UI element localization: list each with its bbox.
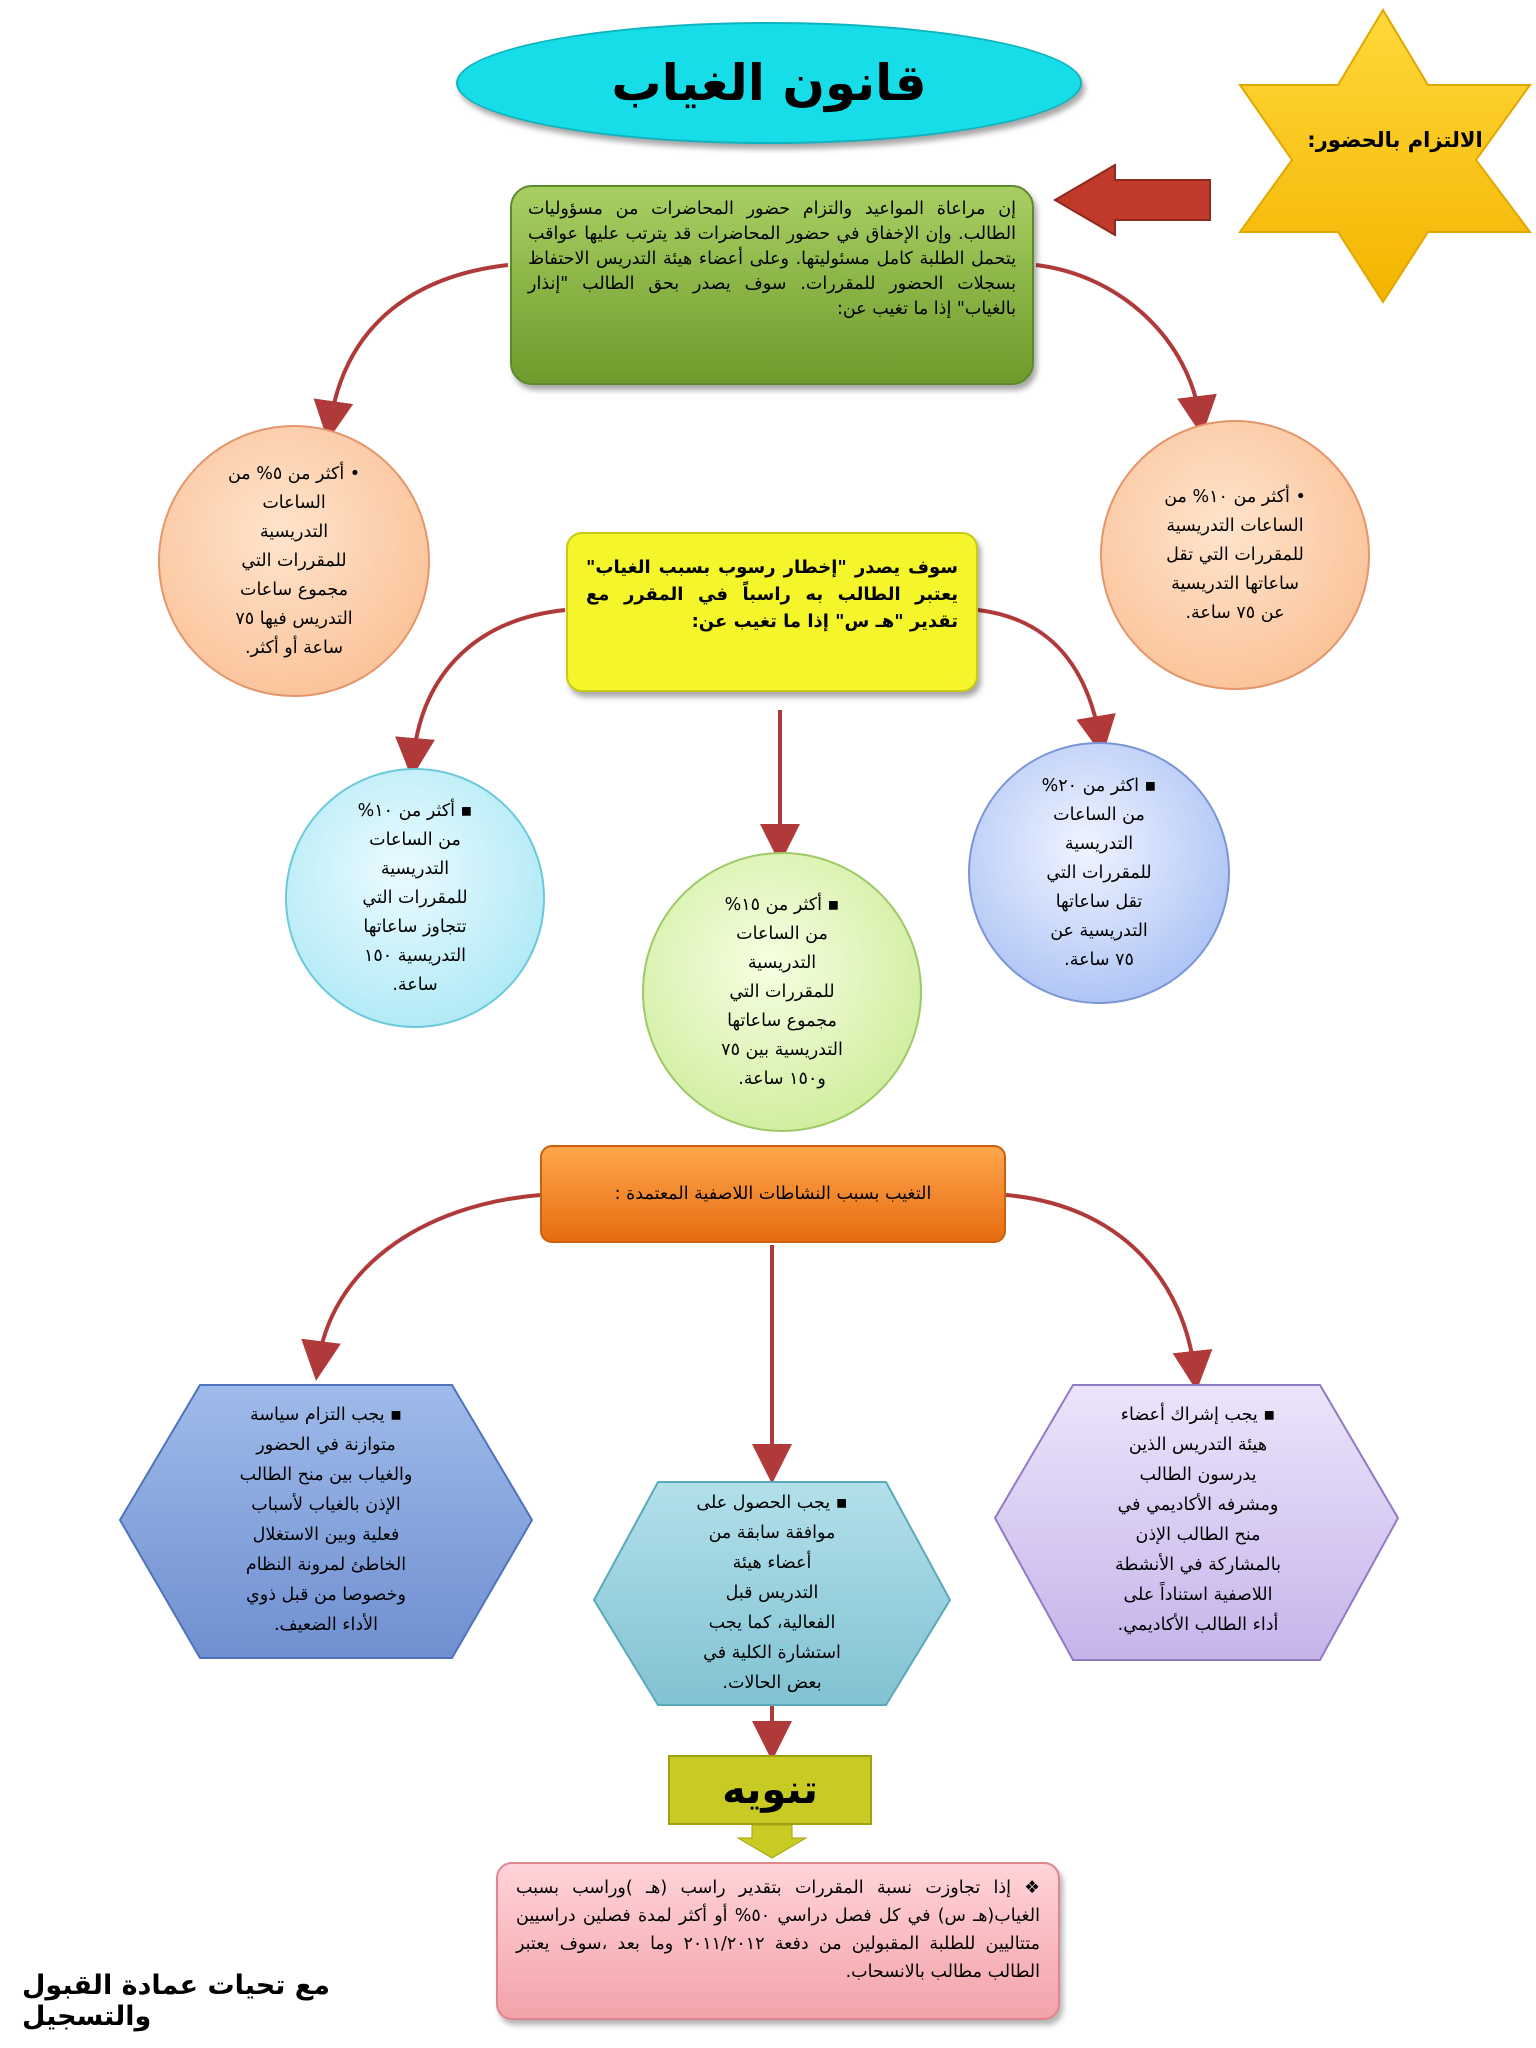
activity-item-3: ▪ يجب التزام سياسة متوازنة في الحضور وال… xyxy=(166,1400,486,1640)
connector-arrow xyxy=(977,608,1116,756)
circle-line: التدريس فيها ٧٥ xyxy=(235,608,353,629)
warning-circle-1: • أكثر من ١٠% من الساعات التدريسية للمقر… xyxy=(1100,420,1370,690)
hex-line: هيئة التدريس الذين xyxy=(1128,1435,1268,1455)
hex-line: فعلية وبين الاستغلال xyxy=(252,1525,400,1545)
circle-line: الساعات التدريسية xyxy=(1166,515,1304,536)
circle-line: التدريسية xyxy=(380,858,450,879)
connector-arrow xyxy=(1035,263,1217,436)
hex-line: متوازنة في الحضور xyxy=(256,1435,396,1455)
connector-arrow xyxy=(1005,1193,1213,1391)
circle-line: ٧٥ ساعة. xyxy=(1064,949,1134,970)
circle-line: ساعاتها التدريسية xyxy=(1171,573,1299,594)
star-label: الالتزام بالحضور: xyxy=(1307,128,1483,152)
circle-line: ▪ اكثر من ٢٠% xyxy=(1041,775,1157,796)
failure-circle-1-text: ▪ اكثر من ٢٠% من الساعات التدريسية للمقر… xyxy=(1042,772,1157,975)
failure-circle-3: ▪ أكثر من ١٠% من الساعات التدريسية للمقر… xyxy=(285,768,545,1028)
title-oval: قانون الغياب xyxy=(456,22,1082,144)
failure-circle-3-text: ▪ أكثر من ١٠% من الساعات التدريسية للمقر… xyxy=(358,797,473,1000)
circle-line: للمقررات التي xyxy=(1046,862,1152,883)
circle-line: للمقررات التي xyxy=(362,887,468,908)
note-title: تنويه xyxy=(722,1767,818,1813)
failure-circle-2: ▪ أكثر من ١٥% من الساعات التدريسية للمقر… xyxy=(642,852,922,1132)
hex-line: الإذن بالغياب لأسباب xyxy=(251,1495,401,1515)
circle-line: التدريسية عن xyxy=(1050,920,1148,941)
circle-line: التدريسية بين ٧٥ xyxy=(721,1039,843,1060)
warning-circle-2-text: • أكثر من ٥% من الساعات التدريسية للمقرر… xyxy=(228,460,360,663)
connector-arrow xyxy=(301,1193,541,1381)
failure-circle-1: ▪ اكثر من ٢٠% من الساعات التدريسية للمقر… xyxy=(968,742,1230,1004)
hex-line: أعضاء هيئة xyxy=(732,1553,812,1573)
hex-line: ▪ يجب إشراك أعضاء xyxy=(1120,1405,1276,1425)
hex-line: ▪ يجب الحصول على xyxy=(696,1493,848,1513)
hex-line: استشارة الكلية في xyxy=(703,1643,841,1663)
failure-notice-text: سوف يصدر "إخطار رسوب بسبب الغياب" يعتبر … xyxy=(586,557,958,632)
note-text: ❖ إذا تجاوزت نسبة المقررات بتقدير راسب (… xyxy=(516,1878,1040,1982)
note-down-arrow xyxy=(736,1824,808,1859)
circle-line: التدريسية xyxy=(1064,833,1134,854)
circle-line: من الساعات xyxy=(736,923,828,944)
page-title: قانون الغياب xyxy=(611,54,927,112)
circle-line: التدريسية xyxy=(259,521,329,542)
hex-line: اللاصفية استناداً على xyxy=(1123,1585,1273,1605)
connector-arrow xyxy=(313,263,509,441)
hex-line: والغياب بين منح الطالب xyxy=(239,1465,413,1485)
activity-item-1: ▪ يجب إشراك أعضاء هيئة التدريس الذين يدر… xyxy=(1040,1400,1356,1640)
circle-line: ▪ أكثر من ١٥% xyxy=(724,894,840,915)
circle-line: ساعة أو أكثر. xyxy=(245,637,343,658)
pointer-arrow xyxy=(1053,163,1211,237)
activity-item-2: ▪ يجب الحصول على موافقة سابقة من أعضاء ه… xyxy=(640,1488,904,1698)
hex-line: الخاطئ لمرونة النظام xyxy=(245,1555,407,1575)
hex-line: الفعالية، كما يجب xyxy=(708,1613,836,1633)
circle-line: من الساعات xyxy=(1053,804,1145,825)
warning-circle-2: • أكثر من ٥% من الساعات التدريسية للمقرر… xyxy=(158,425,430,697)
activities-header-text: التغيب بسبب النشاطات اللاصفية المعتمدة : xyxy=(614,1184,932,1204)
hex-line: منح الطالب الإذن xyxy=(1135,1525,1261,1545)
intro-box: إن مراعاة المواعيد والتزام حضور المحاضرا… xyxy=(510,185,1034,385)
circle-line: للمقررات التي xyxy=(241,550,347,571)
hex-line: أداء الطالب الأكاديمي. xyxy=(1117,1615,1279,1635)
circle-line: ساعة. xyxy=(392,974,438,995)
note-title-box: تنويه xyxy=(668,1755,872,1825)
hex-line: ومشرفه الأكاديمي في xyxy=(1117,1495,1279,1515)
circle-line: و١٥٠ ساعة. xyxy=(738,1068,826,1089)
circle-line: للمقررات التي تقل xyxy=(1166,544,1304,565)
circle-line: التدريسية xyxy=(747,952,817,973)
circle-line: تتجاوز ساعاتها xyxy=(363,916,467,937)
circle-line: ▪ أكثر من ١٠% xyxy=(357,800,473,821)
circle-line: مجموع ساعات xyxy=(239,579,349,600)
circle-line: الساعات xyxy=(262,492,326,513)
failure-circle-2-text: ▪ أكثر من ١٥% من الساعات التدريسية للمقر… xyxy=(721,891,843,1094)
hex-line: موافقة سابقة من xyxy=(708,1523,836,1543)
failure-notice-box: سوف يصدر "إخطار رسوب بسبب الغياب" يعتبر … xyxy=(566,532,978,692)
warning-circle-1-text: • أكثر من ١٠% من الساعات التدريسية للمقر… xyxy=(1164,483,1306,628)
circle-line: من الساعات xyxy=(369,829,461,850)
hex-line: يدرسون الطالب xyxy=(1139,1465,1257,1485)
hex-line: بعض الحالات. xyxy=(722,1673,822,1693)
circle-line: • أكثر من ١٠% من xyxy=(1164,486,1306,507)
circle-line: التدريسية ١٥٠ xyxy=(363,945,467,966)
hex-line: التدريس قبل xyxy=(725,1583,819,1603)
circle-line: • أكثر من ٥% من xyxy=(227,463,361,484)
circle-line: عن ٧٥ ساعة. xyxy=(1185,602,1285,623)
circle-line: للمقررات التي xyxy=(729,981,835,1002)
note-box: ❖ إذا تجاوزت نسبة المقررات بتقدير راسب (… xyxy=(496,1862,1060,2020)
hex-line: ▪ يجب التزام سياسة xyxy=(249,1405,403,1425)
circle-line: مجموع ساعاتها xyxy=(727,1010,837,1031)
star-shape xyxy=(1238,8,1532,304)
activities-header-box: التغيب بسبب النشاطات اللاصفية المعتمدة : xyxy=(540,1145,1006,1243)
footer-signature: مع تحيات عمادة القبول والتسجيل xyxy=(22,1970,330,2032)
hex-line: الأداء الضعيف. xyxy=(273,1615,379,1635)
circle-line: تقل ساعاتها xyxy=(1055,891,1143,912)
connector-arrow xyxy=(395,608,566,778)
hex-line: وخصوصا من قبل ذوي xyxy=(246,1585,406,1605)
intro-text: إن مراعاة المواعيد والتزام حضور المحاضرا… xyxy=(528,199,1016,319)
hex-line: بالمشاركة في الأنشطة xyxy=(1115,1555,1281,1575)
